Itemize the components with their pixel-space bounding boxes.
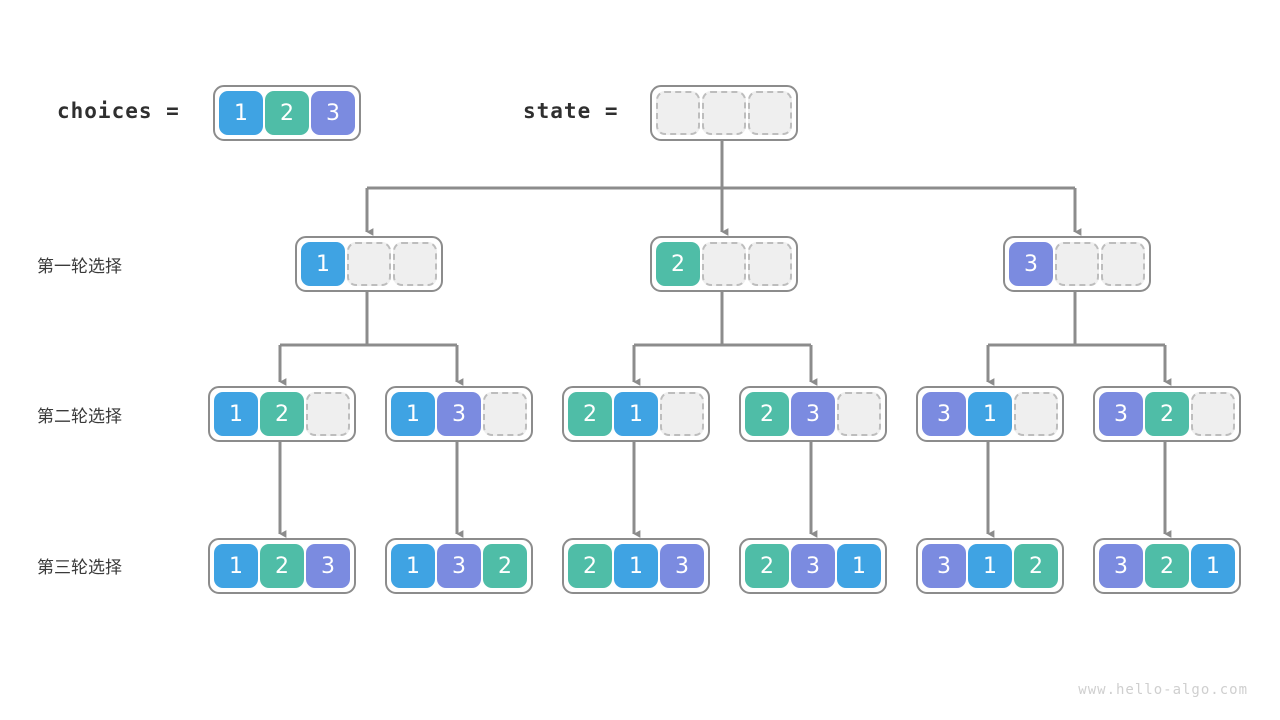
cell-filled: 3 [437, 544, 481, 588]
cell-filled: 1 [214, 544, 258, 588]
cell-filled: 3 [1099, 544, 1143, 588]
cell-empty [702, 91, 746, 135]
cell-filled: 2 [656, 242, 700, 286]
cell-filled: 2 [260, 392, 304, 436]
cell-filled: 1 [301, 242, 345, 286]
cell-filled: 3 [791, 544, 835, 588]
cell-filled: 3 [437, 392, 481, 436]
cell-empty [1014, 392, 1058, 436]
cell-filled: 1 [968, 392, 1012, 436]
cell-empty [702, 242, 746, 286]
state-label: state = [523, 99, 619, 123]
state-array [650, 85, 798, 141]
cell-filled: 2 [1014, 544, 1058, 588]
cell-empty [393, 242, 437, 286]
cell-filled: 3 [660, 544, 704, 588]
cell-filled: 1 [219, 91, 263, 135]
cell-filled: 3 [306, 544, 350, 588]
watermark: www.hello-algo.com [1078, 682, 1248, 698]
cell-filled: 2 [483, 544, 527, 588]
cell-filled: 2 [745, 544, 789, 588]
row-label-round-2: 第二轮选择 [37, 407, 122, 427]
cell-empty [1191, 392, 1235, 436]
cell-filled: 3 [791, 392, 835, 436]
cell-filled: 2 [568, 392, 612, 436]
cell-empty [306, 392, 350, 436]
cell-filled: 1 [837, 544, 881, 588]
cell-filled: 3 [311, 91, 355, 135]
cell-filled: 3 [922, 392, 966, 436]
cell-filled: 1 [391, 392, 435, 436]
cell-empty [1055, 242, 1099, 286]
node-level1-2: 3 [1003, 236, 1151, 292]
cell-filled: 2 [1145, 392, 1189, 436]
node-level1-1: 2 [650, 236, 798, 292]
cell-filled: 2 [260, 544, 304, 588]
cell-empty [483, 392, 527, 436]
cell-empty [1101, 242, 1145, 286]
cell-filled: 1 [214, 392, 258, 436]
cell-filled: 2 [568, 544, 612, 588]
cell-filled: 3 [1009, 242, 1053, 286]
cell-filled: 3 [1099, 392, 1143, 436]
cell-filled: 1 [614, 392, 658, 436]
cell-filled: 2 [265, 91, 309, 135]
cell-empty [656, 91, 700, 135]
cell-filled: 2 [745, 392, 789, 436]
cell-empty [660, 392, 704, 436]
cell-empty [347, 242, 391, 286]
cell-filled: 3 [922, 544, 966, 588]
cell-empty [837, 392, 881, 436]
cell-empty [748, 242, 792, 286]
node-level1-0: 1 [295, 236, 443, 292]
row-label-round-3: 第三轮选择 [37, 558, 122, 578]
choices-label: choices = [57, 99, 180, 123]
cell-filled: 1 [968, 544, 1012, 588]
cell-empty [748, 91, 792, 135]
cell-filled: 1 [614, 544, 658, 588]
row-label-round-1: 第一轮选择 [37, 257, 122, 277]
cell-filled: 1 [1191, 544, 1235, 588]
cell-filled: 1 [391, 544, 435, 588]
cell-filled: 2 [1145, 544, 1189, 588]
